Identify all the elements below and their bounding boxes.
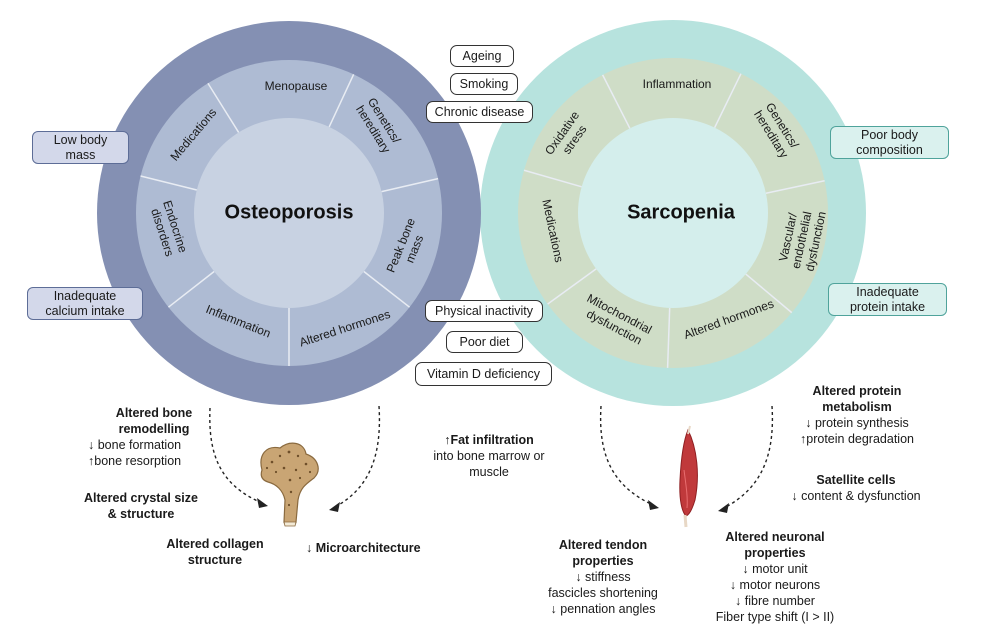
fat-infiltration-title: ↑Fat infiltration bbox=[444, 433, 534, 447]
segment-divider bbox=[713, 73, 742, 128]
tendon-title-line2: properties bbox=[572, 554, 634, 568]
arrowhead-bone-left bbox=[257, 498, 268, 508]
tendon-line-stiffness: ↓ stiffness bbox=[575, 570, 631, 584]
protein-title-line2: metabolism bbox=[822, 400, 892, 414]
segment-divider bbox=[547, 268, 597, 305]
poor-body-composition-line1: Poor body bbox=[861, 127, 918, 142]
bone-trabecular-texture bbox=[265, 450, 312, 507]
muscle-illustration bbox=[679, 425, 698, 528]
sarcopenia-center bbox=[578, 118, 768, 308]
sarcopenia-circle bbox=[480, 20, 866, 406]
crystal-size-block: Altered crystal size & structure bbox=[74, 490, 208, 522]
inadequate-calcium-line2: calcium intake bbox=[45, 303, 125, 318]
osteoporosis-segment-dividers bbox=[140, 74, 439, 366]
effect-arrows bbox=[209, 405, 774, 509]
collagen-line1: Altered collagen bbox=[166, 537, 264, 551]
neuronal-line-motor-neurons: ↓ motor neurons bbox=[729, 578, 821, 592]
remodelling-title-line2: remodelling bbox=[118, 422, 190, 436]
tendon-line-pennation: ↓ pennation angles bbox=[550, 602, 656, 616]
tendon-line-fascicles: fascicles shortening bbox=[548, 586, 658, 600]
protein-title-line1: Altered protein bbox=[812, 384, 902, 398]
microarchitecture-text: ↓ Microarchitecture bbox=[306, 541, 421, 555]
sarcopenia-title: Sarcopenia bbox=[627, 201, 736, 223]
neuronal-line-motor-unit: ↓ motor unit bbox=[742, 562, 808, 576]
fat-infiltration-line2: muscle bbox=[469, 465, 509, 479]
crystal-line1: Altered crystal size bbox=[84, 491, 198, 505]
tendon-title-line1: Altered tendon bbox=[558, 538, 648, 552]
factor-poor-diet: Poor diet bbox=[446, 331, 523, 353]
factor-chronic-disease: Chronic disease bbox=[426, 101, 533, 123]
remodelling-title-line1: Altered bone bbox=[115, 406, 193, 420]
low-body-mass-line1: Low body bbox=[53, 132, 108, 147]
osteoporosis-circle bbox=[97, 21, 481, 405]
arrow-heads bbox=[257, 498, 729, 513]
neuronal-line-fiber-type: Fiber type shift (I > II) bbox=[715, 610, 835, 624]
segment-divider bbox=[601, 74, 631, 129]
segment-divider bbox=[328, 74, 355, 128]
neuronal-properties-block: Altered neuronal properties ↓ motor unit… bbox=[700, 529, 850, 625]
neuronal-title-line2: properties bbox=[744, 546, 806, 560]
arrowhead-muscle-right bbox=[718, 503, 729, 513]
osteo-segment-menopause: Menopause bbox=[265, 79, 328, 93]
protein-line-synthesis: ↓ protein synthesis bbox=[805, 416, 909, 430]
poor-body-composition-line2: composition bbox=[856, 142, 923, 157]
fat-infiltration-block: ↑Fat infiltration into bone marrow or mu… bbox=[418, 432, 560, 480]
segment-divider bbox=[140, 175, 198, 191]
neuronal-line-fibre-number: ↓ fibre number bbox=[735, 594, 815, 608]
low-body-mass-line2: mass bbox=[65, 147, 96, 162]
inadequate-protein-line2: protein intake bbox=[849, 299, 926, 314]
factor-ageing: Ageing bbox=[450, 45, 514, 67]
segment-divider bbox=[745, 273, 793, 314]
fat-infiltration-line1: into bone marrow or bbox=[433, 449, 545, 463]
segment-divider bbox=[207, 82, 240, 133]
satellite-title: Satellite cells bbox=[816, 473, 896, 487]
protein-metabolism-block: Altered protein metabolism ↓ protein syn… bbox=[782, 383, 932, 447]
osteoporosis-title: Osteoporosis bbox=[225, 201, 354, 223]
femur-illustration bbox=[260, 442, 319, 527]
arrowhead-bone-right bbox=[329, 502, 340, 512]
segment-divider bbox=[666, 307, 671, 368]
tendon-properties-block: Altered tendon properties ↓ stiffness fa… bbox=[528, 537, 678, 617]
sarco-segment-inflammation: Inflammation bbox=[643, 77, 712, 91]
segment-divider bbox=[167, 270, 215, 308]
arrow-to-bone-left bbox=[209, 407, 263, 504]
inadequate-calcium-line1: Inadequate bbox=[53, 288, 117, 303]
remodelling-line-resorption: ↑bone resorption bbox=[88, 454, 182, 468]
factor-physical-inactivity: Physical inactivity bbox=[425, 300, 543, 322]
arrow-to-muscle-right bbox=[723, 405, 774, 509]
microarchitecture-block: ↓ Microarchitecture bbox=[306, 540, 456, 556]
factor-smoking: Smoking bbox=[450, 73, 518, 95]
segment-divider bbox=[765, 180, 825, 194]
protein-line-degradation: ↑protein degradation bbox=[800, 432, 914, 446]
collagen-line2: structure bbox=[187, 553, 243, 567]
collagen-block: Altered collagen structure bbox=[150, 536, 280, 568]
neuronal-title-line1: Altered neuronal bbox=[725, 530, 825, 544]
segment-divider bbox=[381, 177, 439, 193]
factor-vitamin-d-deficiency: Vitamin D deficiency bbox=[415, 362, 552, 386]
bone-remodelling-block: Altered bone remodelling ↓ bone formatio… bbox=[82, 405, 212, 469]
segment-divider bbox=[523, 169, 582, 188]
remodelling-line-formation: ↓ bone formation bbox=[88, 438, 182, 452]
arrowhead-muscle-left bbox=[648, 500, 659, 510]
arrow-to-bone-right bbox=[334, 405, 381, 508]
crystal-line2: & structure bbox=[107, 507, 175, 521]
satellite-line: ↓ content & dysfunction bbox=[791, 489, 921, 503]
inadequate-protein-line1: Inadequate bbox=[856, 284, 919, 299]
arrow-to-muscle-left bbox=[599, 405, 654, 506]
segment-divider bbox=[363, 270, 411, 308]
osteoporosis-center bbox=[194, 118, 384, 308]
satellite-cells-block: Satellite cells ↓ content & dysfunction bbox=[776, 472, 936, 504]
sarcopenia-segment-dividers bbox=[523, 73, 825, 368]
